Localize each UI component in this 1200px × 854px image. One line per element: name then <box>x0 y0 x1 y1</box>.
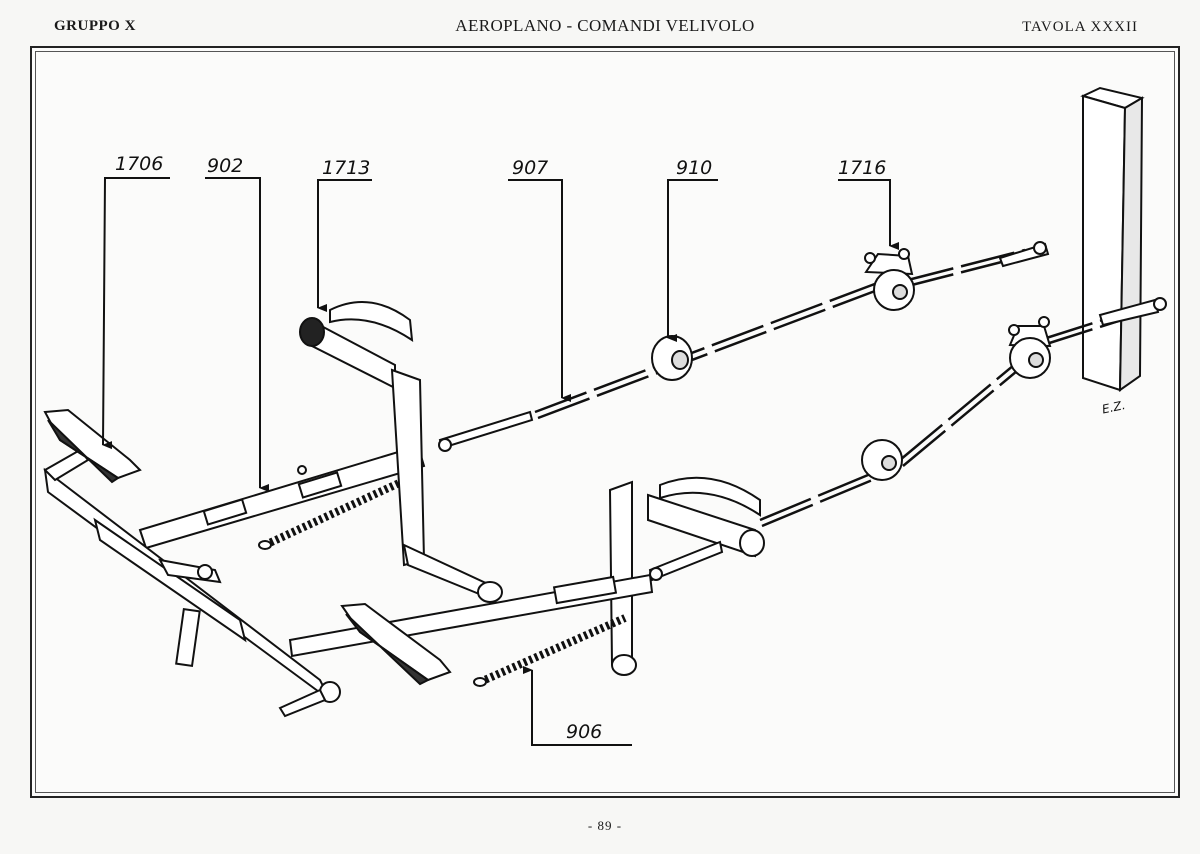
rudder-pedal-lower <box>340 602 452 686</box>
plate-label: TAVOLA XXXII <box>1022 19 1138 35</box>
callout-906: 906 <box>566 721 602 743</box>
turnbuckle-lower <box>648 540 724 582</box>
turnbuckle-upper <box>438 410 534 452</box>
callout-1713: 1713 <box>322 157 370 179</box>
fuselage-post <box>1080 86 1145 392</box>
cable-end-fittings <box>998 241 1167 327</box>
control-stick-1713 <box>299 301 503 603</box>
return-spring-upper <box>258 474 412 550</box>
control-stick-front <box>608 476 765 676</box>
page-number: - 89 - <box>587 818 623 833</box>
artist-signature: E.Z. <box>1101 398 1127 417</box>
pulley-lower <box>861 439 903 481</box>
callout-leaders <box>102 177 899 746</box>
torque-tube-902 <box>138 444 426 550</box>
callout-1706: 1706 <box>115 153 163 175</box>
callout-907: 907 <box>512 157 548 179</box>
page-header: GRUPPO X AEROPLANO - COMANDI VELIVOLO TA… <box>0 14 1200 44</box>
pulley-1716 <box>864 248 915 311</box>
pulley-lower-right <box>1008 316 1052 379</box>
callout-1716: 1716 <box>838 157 886 179</box>
callout-910: 910 <box>676 157 712 179</box>
page-title: AEROPLANO - COMANDI VELIVOLO <box>455 16 755 35</box>
pulley-910 <box>651 335 693 381</box>
drawing-frame-inner <box>35 51 1175 793</box>
callout-902: 902 <box>207 155 243 177</box>
group-label: GRUPPO X <box>54 18 136 34</box>
return-spring-906 <box>473 614 627 687</box>
rudder-pedal-1706 <box>43 408 142 484</box>
drawing-frame <box>30 46 1180 798</box>
rudder-bar-assembly <box>43 448 341 718</box>
